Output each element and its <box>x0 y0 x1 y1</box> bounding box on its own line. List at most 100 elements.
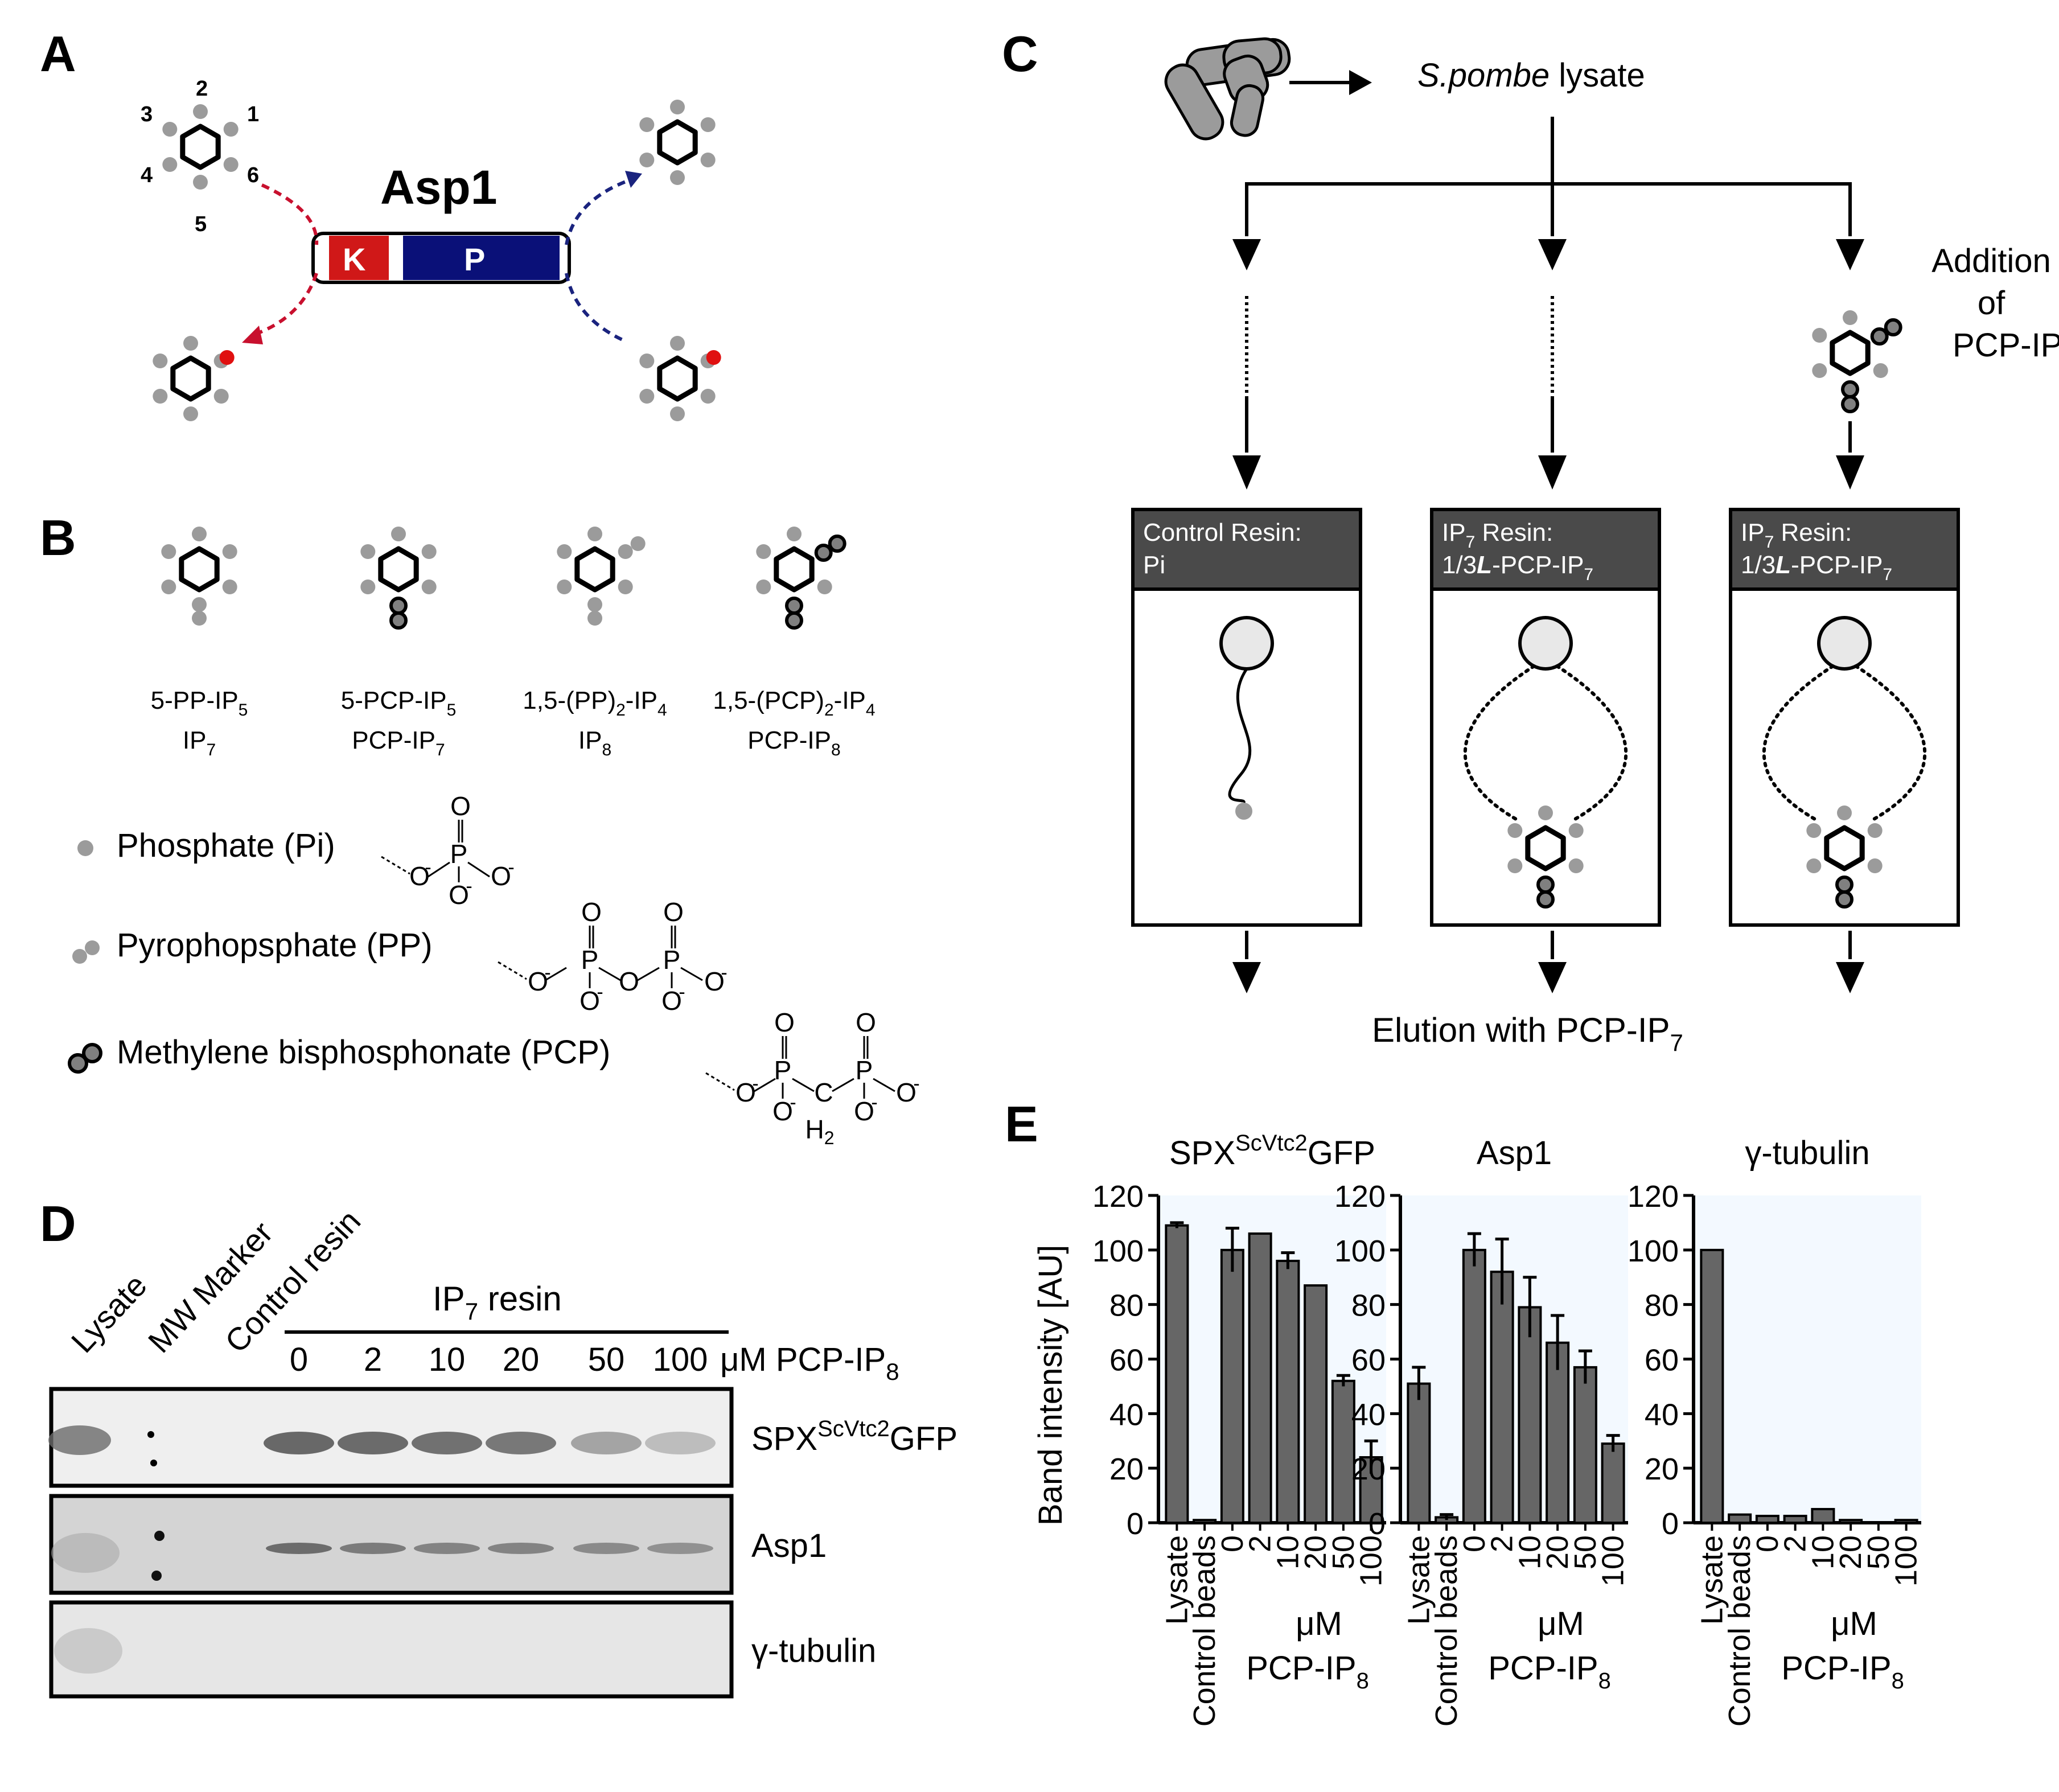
phosphate-dot <box>756 579 771 594</box>
phosphate-dot <box>1812 328 1827 343</box>
lane-label-control-resin: Control resin <box>218 1203 368 1359</box>
position-5: 5 <box>195 212 207 236</box>
linker <box>1228 668 1252 804</box>
atom-label: P <box>581 945 599 975</box>
atom-label: P <box>774 1055 792 1085</box>
phosphate-dot <box>153 354 168 368</box>
kinase-domain <box>329 236 389 280</box>
phosphate-dot <box>360 544 376 559</box>
phosphate-dot <box>639 354 655 368</box>
kinase-output-arrow <box>250 273 318 338</box>
phosphate-dot <box>618 544 633 559</box>
position-3: 3 <box>141 102 153 126</box>
band <box>414 1543 480 1554</box>
resin-title-line1: Control Resin: <box>1143 519 1302 546</box>
elution-label: Elution with PCP-IP7 <box>1372 1011 1683 1056</box>
compound-labels: 5-PP-IP5IP75-PCP-IP5PCP-IP71,5-(PP)2-IP4… <box>151 687 876 759</box>
asp1-domain-bar: K P <box>311 232 571 284</box>
inositol-ring <box>179 546 220 593</box>
panel-d: D Lysate MW Marker Control resin IP7 res… <box>40 1195 957 1699</box>
ip7-resin-label: IP7 resin <box>433 1280 562 1325</box>
atom-label: O <box>619 967 639 996</box>
band <box>54 1628 122 1674</box>
y-tick-label: 100 <box>1334 1234 1386 1268</box>
bar-charts: SPXScVtc2GFP020406080100120LysateControl… <box>1092 1131 1924 1727</box>
phosphate-dot <box>670 406 685 421</box>
phosphate-dot <box>1538 805 1553 820</box>
y-tick-label: 20 <box>1109 1452 1144 1486</box>
x-tick-label: 50 <box>1568 1535 1602 1569</box>
red-arrowhead <box>242 326 263 344</box>
phosphate-dot <box>192 597 207 612</box>
x-tick-label: 50 <box>1326 1535 1361 1569</box>
yeast-cells-icon <box>1164 37 1291 141</box>
bar <box>1573 1366 1597 1524</box>
linker-left <box>1463 664 1536 821</box>
phosphate-dot <box>1837 805 1852 820</box>
pcp-ip8-molecule <box>1812 310 1902 413</box>
phosphate-dot <box>421 579 437 594</box>
pcp-legend-label: Methylene bisphosphonate (PCP) <box>117 1034 610 1071</box>
panel-a: A 2 1 3 4 6 5 Asp1 K P <box>40 26 721 421</box>
y-tick-label: 40 <box>1109 1398 1144 1432</box>
band <box>573 1543 639 1554</box>
pcp-dot <box>1870 327 1889 346</box>
x-tick-label: 100 <box>1354 1535 1388 1587</box>
y-tick-label: 120 <box>1334 1179 1386 1214</box>
phosphate-dot <box>183 406 198 421</box>
blot-label-1: SPXScVtc2GFP <box>751 1416 957 1457</box>
y-tick-label: 0 <box>1368 1507 1386 1541</box>
phosphate-dot <box>391 527 406 541</box>
panel-c: C S.pombe lysate <box>1002 26 2059 1056</box>
band <box>264 1432 334 1454</box>
position-6: 6 <box>247 163 259 187</box>
phosphate-dot <box>1867 823 1883 838</box>
atom-label: O <box>449 880 469 910</box>
phosphate-legend-label: Phosphate (Pi) <box>117 827 335 864</box>
pcp-dot <box>828 535 846 553</box>
y-tick-label: 80 <box>1351 1289 1386 1323</box>
band <box>51 1533 120 1573</box>
phosphate-dot <box>587 527 602 541</box>
position-4: 4 <box>141 163 153 187</box>
resin-bead <box>1518 616 1573 671</box>
band <box>647 1543 713 1554</box>
inositol-ring <box>1830 330 1871 376</box>
atom-label: O <box>581 897 602 927</box>
x-tick-label: 10 <box>1806 1535 1840 1569</box>
phosphate-legend-icon <box>77 840 93 856</box>
y-tick-label: 80 <box>1645 1289 1679 1323</box>
y-tick-label: 100 <box>1092 1234 1144 1268</box>
band <box>488 1543 554 1554</box>
band <box>486 1432 556 1454</box>
phosphate-dot <box>1507 858 1523 873</box>
concentration-10: 10 <box>429 1341 466 1378</box>
inositol-ring <box>1525 825 1566 872</box>
compound-abbreviation: IP8 <box>578 726 611 759</box>
lysate-title: S.pombe lysate <box>1417 57 1645 94</box>
x-tick-label: 0 <box>1215 1535 1250 1552</box>
panel-b-letter: B <box>40 509 76 566</box>
inositol-ring <box>170 355 211 402</box>
linker-left <box>1762 664 1835 821</box>
pcp-legend-icon <box>68 1053 88 1074</box>
bar <box>1518 1306 1542 1524</box>
phosphate-dot <box>161 579 176 594</box>
atom-label: O <box>896 1078 917 1107</box>
x-tick-label: 20 <box>1540 1535 1575 1569</box>
atom-label: O <box>528 967 548 996</box>
red-phosphate-dot <box>219 350 235 365</box>
enzyme-name: Asp1 <box>380 161 497 214</box>
y-tick-label: 40 <box>1351 1398 1386 1432</box>
addition-text-3: PCP-IP8 <box>1953 327 2059 369</box>
phosphate-dot <box>360 579 376 594</box>
phosphate-dot <box>1568 858 1584 873</box>
compound-abbreviation: PCP-IP8 <box>747 726 840 759</box>
x-tick-label: 100 <box>1889 1535 1924 1587</box>
panel-e-letter: E <box>1005 1096 1038 1152</box>
phosphate-dot <box>193 104 208 119</box>
atom-label: - <box>544 962 550 984</box>
bar <box>1193 1519 1217 1524</box>
chart-1: SPXScVtc2GFP020406080100120LysateControl… <box>1092 1131 1388 1727</box>
